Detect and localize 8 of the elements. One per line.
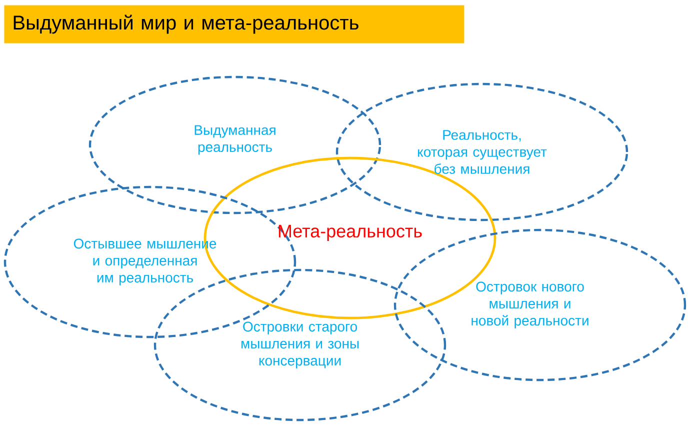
title-banner: Выдуманный мир и мета-реальность	[4, 5, 464, 44]
oval	[336, 82, 628, 222]
oval-label: Островки старого мышления и зоны консервации	[241, 322, 359, 368]
oval-label: Мета-реальность	[278, 224, 422, 242]
oval-label: Выдуманная реальность	[194, 125, 276, 155]
oval	[88, 76, 382, 214]
oval-label: Реальность, которая существует без мышления	[418, 130, 547, 174]
oval-label: Островок нового мышления и новой реальности	[472, 282, 588, 328]
